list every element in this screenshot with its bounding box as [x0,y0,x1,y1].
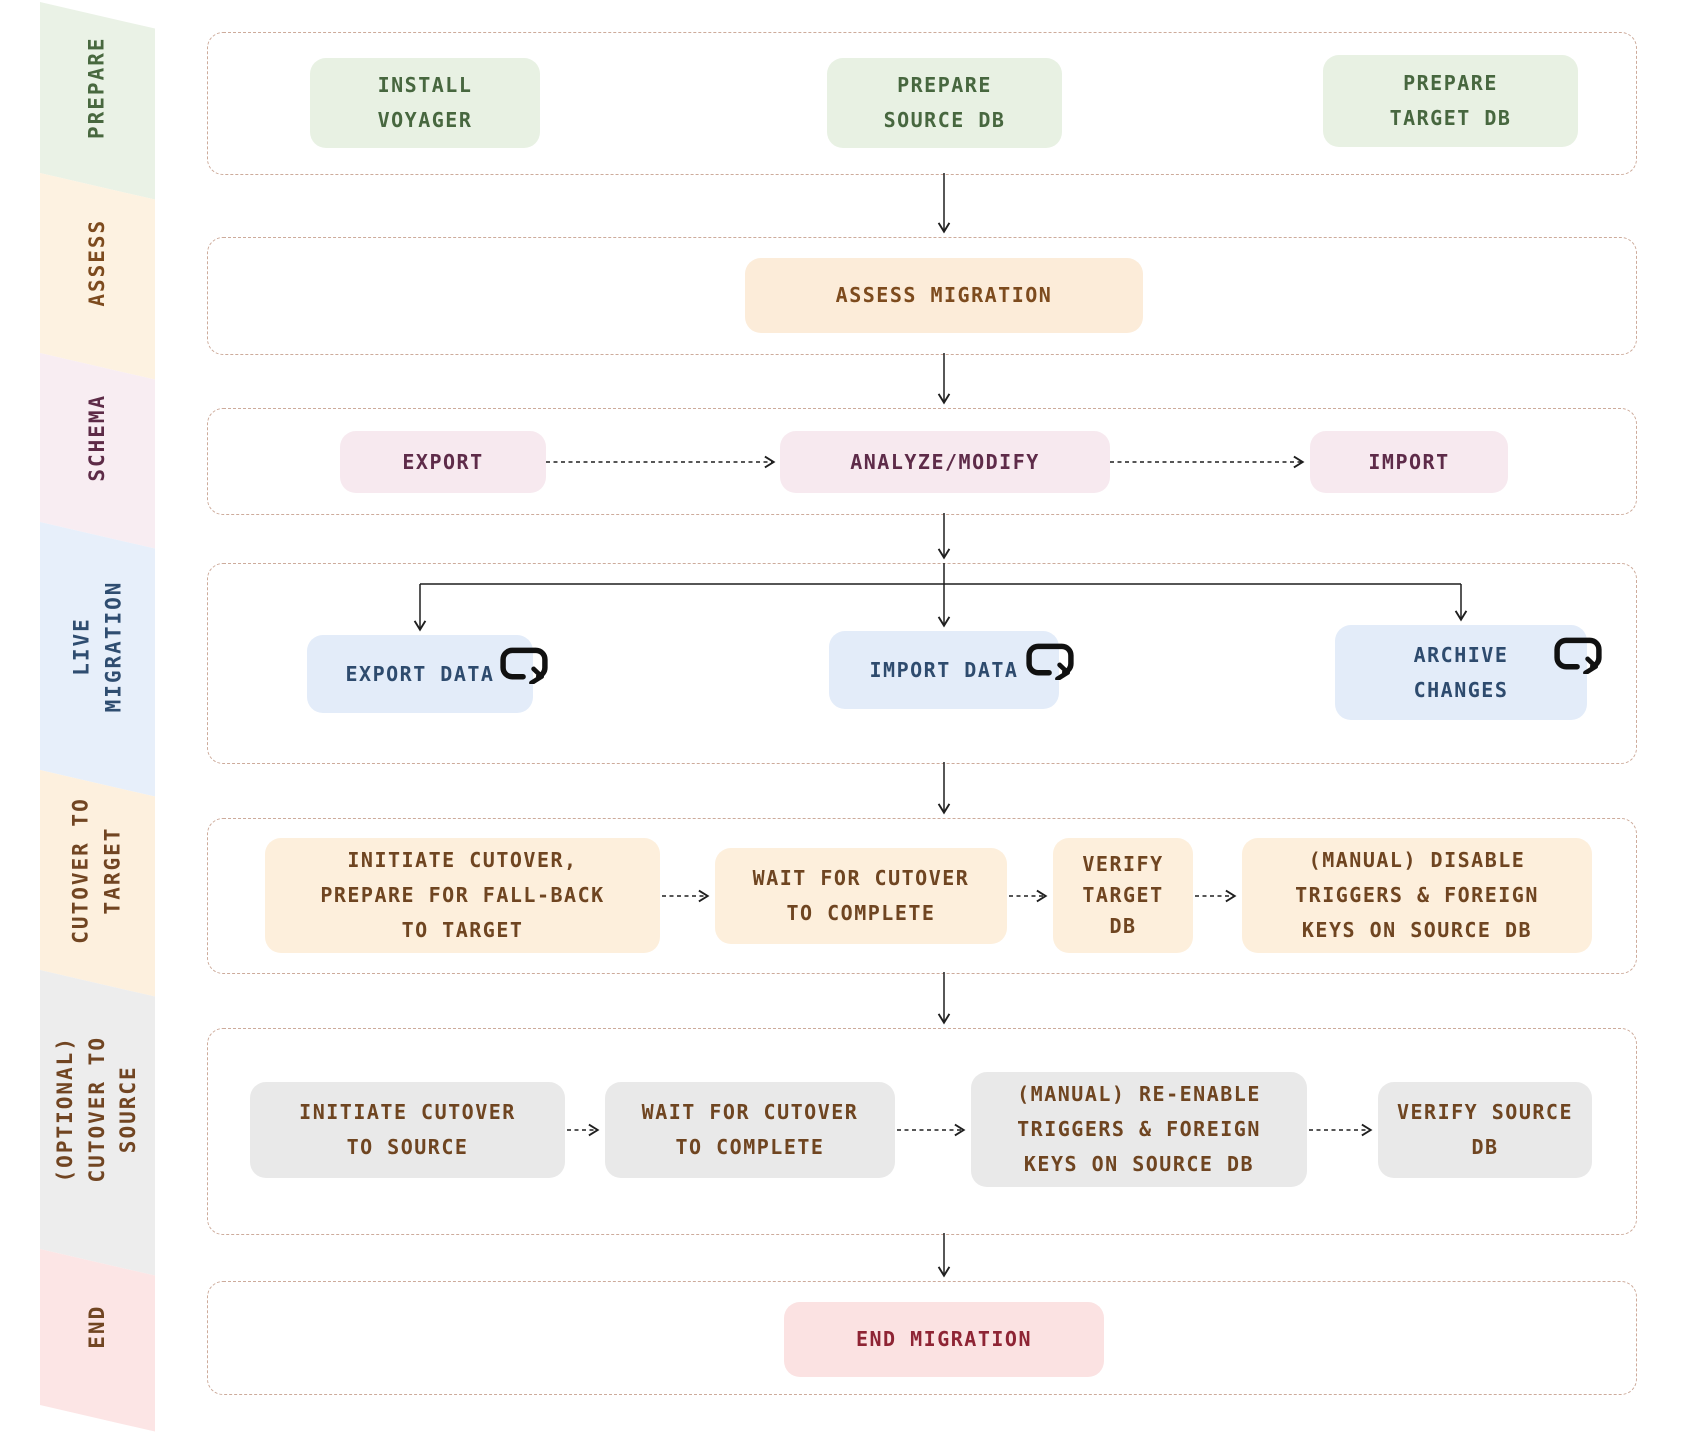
node-install-voyager: INSTALL VOYAGER [310,58,540,148]
stage-band-schema: SCHEMA [40,353,155,549]
node-disable-triggers-source: (MANUAL) DISABLE TRIGGERS & FOREIGN KEYS… [1242,838,1592,953]
lane-cutover-target [207,818,1637,974]
node-initiate-cutover-target: INITIATE CUTOVER, PREPARE FOR FALL-BACK … [265,838,660,953]
stage-band-live-migration: LIVE MIGRATION [40,522,155,797]
stage-label-prepare: PREPARE [84,36,109,139]
loop-icon [497,609,551,684]
node-end-migration: END MIGRATION [784,1302,1104,1377]
stage-label-live-migration: LIVE MIGRATION [69,580,125,712]
stage-band-prepare: PREPARE [40,2,155,200]
node-export-data: EXPORT DATA [307,635,548,713]
node-wait-cutover-target: WAIT FOR CUTOVER TO COMPLETE [715,848,1007,944]
node-archive-changes-label: ARCHIVE CHANGES [1413,642,1509,702]
node-schema-analyze-modify: ANALYZE/MODIFY [780,431,1110,493]
loop-icon [1551,599,1605,674]
node-export-data-label: EXPORT DATA [345,661,495,686]
lane-prepare [207,32,1637,175]
node-import-data-label: IMPORT DATA [869,657,1019,682]
lane-schema [207,408,1637,515]
stage-label-cutover-source: (OPTIONAL) CUTOVER TO SOURCE [53,1036,141,1183]
node-prepare-target-db: PREPARE TARGET DB [1323,55,1578,147]
lane-end [207,1281,1637,1395]
node-wait-cutover-source: WAIT FOR CUTOVER TO COMPLETE [605,1082,895,1178]
lane-assess [207,237,1637,355]
node-initiate-cutover-source: INITIATE CUTOVER TO SOURCE [250,1082,565,1178]
stage-band-end: END [40,1249,155,1432]
node-prepare-source-db: PREPARE SOURCE DB [827,58,1062,148]
loop-icon [1023,605,1077,680]
node-verify-source-db: VERIFY SOURCE DB [1378,1082,1592,1178]
lane-cutover-source [207,1028,1637,1235]
stage-band-cutover-target: CUTOVER TO TARGET [40,770,155,997]
node-import-data: IMPORT DATA [829,631,1074,709]
node-assess-migration: ASSESS MIGRATION [745,258,1143,333]
node-schema-import: IMPORT [1310,431,1508,493]
node-reenable-triggers-source: (MANUAL) RE-ENABLE TRIGGERS & FOREIGN KE… [971,1072,1307,1187]
stage-label-schema: SCHEMA [84,393,109,482]
stage-label-assess: ASSESS [84,219,109,307]
node-archive-changes: ARCHIVE CHANGES [1335,625,1602,720]
node-verify-target-db: VERIFY TARGET DB [1053,838,1193,953]
stage-label-end: END [84,1305,109,1349]
stage-band-assess: ASSESS [40,173,155,380]
stage-band-cutover-source: (OPTIONAL) CUTOVER TO SOURCE [40,970,155,1276]
node-schema-export: EXPORT [340,431,546,493]
stage-label-cutover-target: CUTOVER TO TARGET [69,796,125,944]
